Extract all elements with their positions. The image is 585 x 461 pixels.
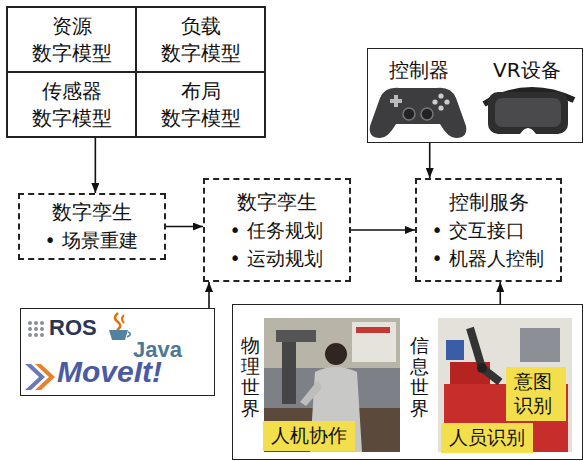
bullet-item: • 交互接口 (432, 217, 546, 245)
bullet-item: • 任务规划 (230, 217, 325, 245)
steam (122, 315, 124, 323)
model-label: 传感器 数字模型 (22, 78, 122, 132)
model-label: 资源 数字模型 (22, 13, 122, 67)
scene-part (446, 340, 464, 360)
process-box: 数字孪生• 任务规划• 运动规划 (203, 178, 351, 282)
flow-arrow (166, 226, 203, 228)
bullet-item: • 场景重建 (45, 227, 140, 255)
device-label: VR设备 (493, 57, 561, 84)
bullet-item: • 运动规划 (230, 245, 325, 273)
model-box: 资源 数字模型 (6, 6, 137, 73)
ros-logo (28, 321, 44, 337)
gamepad-icon (370, 88, 467, 138)
gamepad-body (370, 88, 467, 138)
logo-dot (28, 333, 32, 337)
thumbstick (403, 108, 415, 120)
device-label: 控制器 (389, 57, 449, 84)
person-head (325, 343, 347, 365)
physical-photo (264, 318, 400, 452)
world-label: 信息世界 (410, 335, 429, 419)
box-heading: 数字孪生 (52, 198, 132, 227)
logo-dot (28, 327, 32, 331)
headset-body (488, 92, 568, 134)
panel-box: ROSJavaMoveIt! (20, 308, 215, 396)
model-label: 布局 数字模型 (151, 78, 251, 132)
box-heading: 数字孪生 (237, 188, 317, 217)
model-box: 布局 数字模型 (135, 71, 266, 138)
button (438, 93, 443, 98)
bullet-item: • 机器人控制 (432, 245, 546, 273)
tag-label: 人机协作 (271, 424, 347, 448)
robot-joint (477, 363, 487, 373)
scene-part (520, 328, 560, 362)
logo-dot (40, 333, 44, 337)
flow-arrow (429, 143, 431, 178)
logo-dot (34, 321, 38, 325)
button (444, 99, 449, 104)
sign-strip (356, 327, 390, 333)
highlight-tag: 人机协作 (263, 421, 355, 451)
flow-arrow (499, 282, 501, 304)
photo-ground (264, 318, 400, 452)
logo-dot (34, 333, 38, 337)
logo-text: MoveIt! (57, 355, 162, 389)
cup (109, 330, 128, 340)
dpad (394, 95, 398, 107)
highlight-tag: 人员识别 (441, 423, 533, 453)
process-box: 控制服务• 交互接口• 机器人控制 (415, 178, 562, 282)
button (438, 105, 443, 110)
highlight-tag: 意图识别 (506, 367, 566, 421)
model-box: 传感器 数字模型 (6, 71, 137, 138)
box-heading: 控制服务 (449, 188, 529, 217)
thumbstick (421, 108, 433, 120)
cup-handle (127, 332, 130, 337)
flow-arrow (95, 138, 97, 193)
flow-arrow (351, 229, 415, 231)
robot-arm (282, 332, 296, 404)
java-logo (109, 313, 130, 340)
world-label: 物理世界 (241, 335, 260, 419)
process-box: 数字孪生• 场景重建 (18, 193, 166, 260)
vr-headset-icon (484, 90, 574, 134)
logo-dot (28, 321, 32, 325)
headset-front (495, 98, 561, 127)
logo-dot (40, 321, 44, 325)
model-label: 负载 数字模型 (151, 13, 251, 67)
button (432, 99, 437, 104)
panel-box: 控制器 VR设备 (367, 48, 583, 143)
robot-arm (470, 328, 500, 382)
sign-board (352, 322, 396, 362)
robot-arm (276, 330, 316, 342)
model-box: 负载 数字模型 (135, 6, 266, 73)
logo-dot (34, 327, 38, 331)
photo-ground (438, 318, 572, 452)
tag-label: 意图识别 (514, 370, 558, 418)
virtual-photo (438, 318, 572, 452)
steam (115, 313, 120, 330)
chevron (35, 364, 55, 390)
person-arm (300, 380, 322, 406)
panel-box: 人机协作 意图识别人员识别 物理世界 信息世界 (232, 304, 583, 460)
tag-label: 人员识别 (449, 426, 525, 450)
logo-text: ROS (49, 315, 97, 341)
headset-nose (520, 128, 536, 134)
flow-arrow (208, 282, 210, 308)
moveit-logo (25, 364, 55, 390)
logo-dot (40, 327, 44, 331)
